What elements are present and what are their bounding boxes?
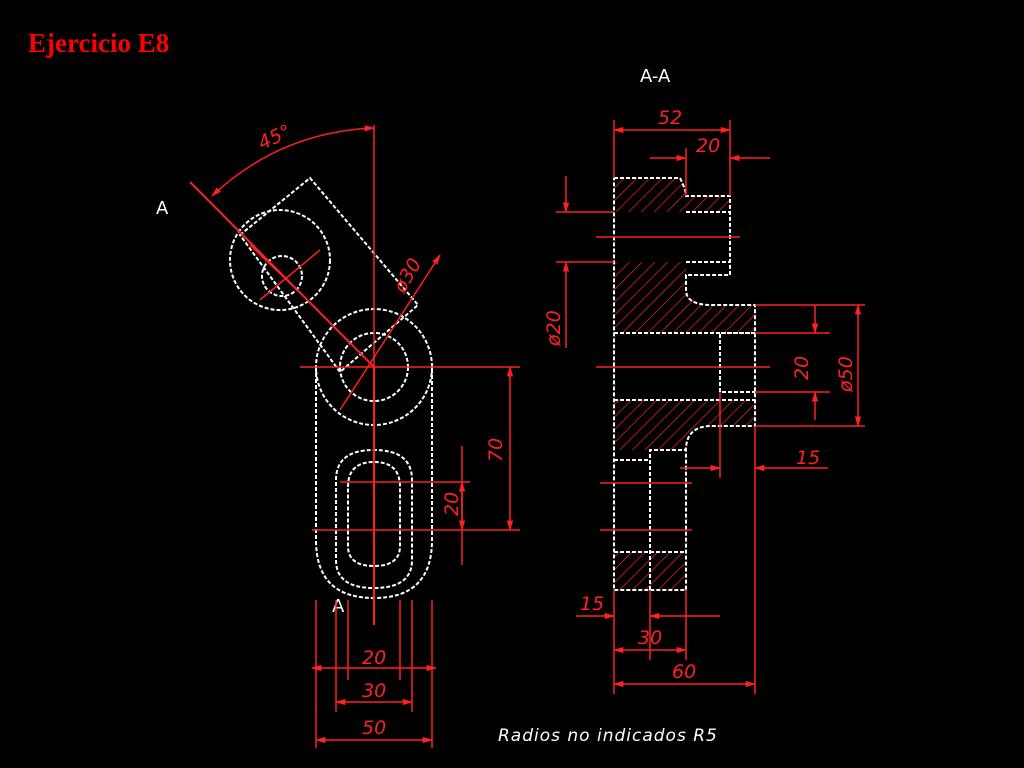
- note-radii: Radios no indicados R5: [498, 726, 718, 746]
- dim-sec-dia-20: ø20: [543, 310, 565, 347]
- section-view: A-A: [543, 66, 865, 694]
- arm-end-boss: [229, 209, 331, 311]
- section-label: A-A: [640, 66, 671, 87]
- dim-angle-45: 45°: [255, 120, 295, 154]
- dim-sec-52: 52: [658, 107, 682, 129]
- page-title: Ejercicio E8: [28, 28, 170, 58]
- dim-dia-30: ø30: [389, 254, 426, 297]
- dim-sec-15-right: 15: [796, 447, 820, 469]
- arm-hole: [261, 255, 303, 297]
- slot-inner: [347, 460, 401, 568]
- slot-outer: [335, 448, 413, 590]
- plan-view: A A 45° ø30 70 20 20 30 50: [156, 120, 520, 748]
- dim-slot-20: 20: [441, 492, 463, 516]
- cut-label-top: A: [156, 198, 169, 219]
- dim-bottom-50: 50: [362, 717, 386, 739]
- dim-sec-dia-50: ø50: [835, 356, 857, 393]
- dim-bottom-20: 20: [362, 647, 386, 669]
- dim-bottom-30: 30: [362, 680, 386, 702]
- dim-sec-20-top: 20: [696, 135, 720, 157]
- dim-sec-15-left: 15: [580, 593, 604, 615]
- dim-sec-30: 30: [638, 627, 662, 649]
- dim-70: 70: [485, 438, 507, 462]
- dim-sec-20-right: 20: [791, 356, 813, 380]
- cut-label-bottom: A: [332, 596, 345, 617]
- arm-outline: [238, 176, 420, 374]
- dim-sec-60: 60: [672, 661, 696, 683]
- section-outline: [613, 177, 756, 591]
